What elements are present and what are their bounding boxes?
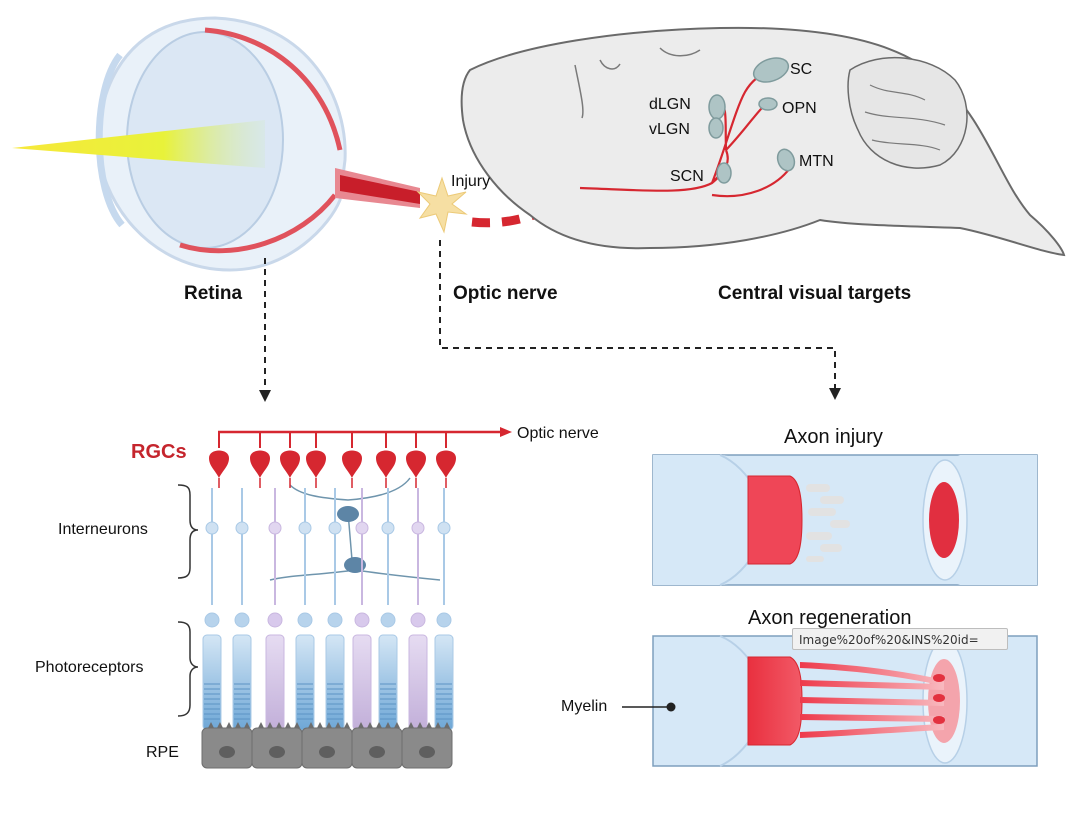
- nucleus-dlgn: [708, 94, 726, 120]
- axon-debris: [806, 484, 850, 562]
- vlgn-label: vLGN: [649, 121, 690, 138]
- arrow-right-icon: [500, 427, 512, 437]
- retina-label: Retina: [184, 283, 243, 304]
- rod-photoreceptor: [232, 488, 252, 731]
- axon-regeneration-title: Axon regeneration: [748, 607, 912, 629]
- light-beam: [12, 120, 265, 168]
- dashed-connectors: [264, 240, 836, 390]
- injury-label: Injury: [451, 173, 491, 190]
- rpe-cell: [351, 722, 403, 769]
- cone-photoreceptor: [265, 488, 285, 731]
- rgcs-label: RGCs: [131, 441, 187, 463]
- nucleus-mtn: [776, 148, 796, 172]
- nucleus-sc: [752, 57, 790, 83]
- retina-layer: [179, 27, 343, 254]
- axon-injury-panel: [652, 454, 1038, 586]
- rod-photoreceptor: [295, 488, 315, 731]
- optic-nerve-label: Optic nerve: [453, 283, 558, 304]
- opn-label: OPN: [782, 100, 817, 117]
- rod-photoreceptor: [434, 488, 454, 731]
- rpe-cell: [251, 722, 303, 769]
- image-tooltip: Image%20of%20&INS%20id=: [792, 628, 1008, 650]
- myelin-pointer-dot: [666, 702, 676, 712]
- scn-label: SCN: [670, 168, 704, 185]
- cone-photoreceptor: [408, 488, 428, 731]
- rgc-cell: [376, 432, 396, 488]
- photoreceptors-bracket: [177, 621, 199, 717]
- interneurons-label: Interneurons: [58, 521, 148, 538]
- retinal-projections: [579, 70, 791, 198]
- retina-cross-section: [177, 427, 512, 769]
- myelin-label: Myelin: [561, 698, 608, 715]
- rgc-cell: [342, 432, 362, 488]
- brain: [460, 26, 1066, 257]
- nucleus-vlgn: [708, 117, 724, 139]
- cerebellum: [847, 56, 968, 169]
- horizontal-cell: [344, 557, 366, 573]
- optic-nerve-connector: [439, 240, 836, 390]
- rgc-cell: [250, 432, 270, 488]
- central-visual-targets-label: Central visual targets: [718, 283, 912, 304]
- rgc-cell: [280, 432, 300, 488]
- rpe-cell: [201, 722, 253, 769]
- cone-photoreceptor: [352, 488, 372, 731]
- arrowhead-down-icon: [259, 390, 271, 402]
- axon-regeneration-panel: [622, 635, 1038, 767]
- interneurons-bracket: [177, 484, 199, 579]
- rod-photoreceptor: [202, 488, 222, 731]
- rpe-cell: [301, 722, 353, 769]
- nucleus-scn: [716, 162, 732, 184]
- rgc-cell: [306, 432, 326, 488]
- bipolar-cell: [337, 506, 359, 522]
- injury-star-icon: [416, 176, 468, 234]
- rpe-label: RPE: [146, 744, 179, 761]
- rgc-cell: [436, 432, 456, 488]
- optic-nerve-arrow-label: Optic nerve: [517, 425, 599, 442]
- mtn-label: MTN: [799, 153, 834, 170]
- arrowhead-down-icon: [829, 388, 841, 400]
- distal-axon-stump: [929, 482, 959, 558]
- sc-label: SC: [790, 61, 813, 78]
- axon-injury-title: Axon injury: [784, 426, 883, 448]
- rgc-cell: [209, 432, 229, 488]
- rod-photoreceptor: [378, 488, 398, 731]
- nucleus-opn: [758, 97, 778, 111]
- rpe-cell: [401, 722, 453, 769]
- rod-photoreceptor: [325, 488, 345, 731]
- photoreceptors-label: Photoreceptors: [35, 659, 144, 676]
- regenerating-axons: [800, 662, 945, 738]
- rgc-cell: [406, 432, 426, 488]
- dlgn-label: dLGN: [649, 96, 691, 113]
